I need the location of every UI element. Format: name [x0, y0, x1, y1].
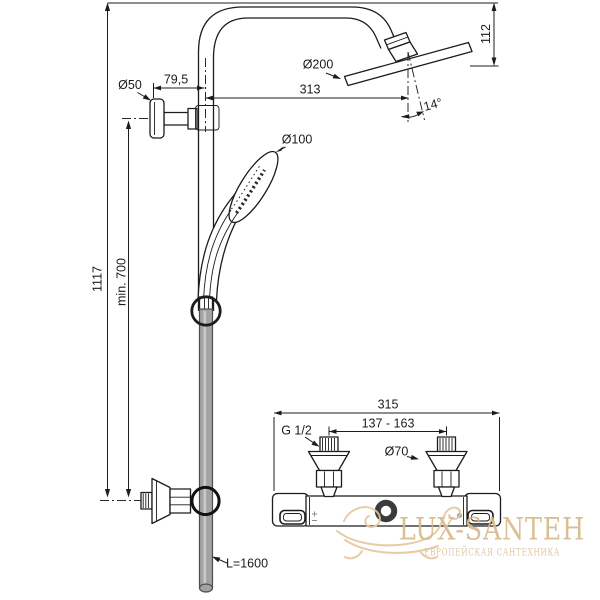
watermark: LUX-SANTEH ЕВРОПЕЙСКАЯ САНТЕХНИКА: [336, 506, 585, 560]
dim-head-diameter: Ø200: [303, 58, 334, 72]
dim-hand-shower-diameter: Ø100: [282, 133, 313, 147]
upper-dimensions: Ø50 79,5 Ø200 313 112 14° Ø100: [118, 2, 499, 153]
riser-pipe-and-arch: [197, 6, 398, 311]
watermark-subtitle: ЕВРОПЕЙСКАЯ САНТЕХНИКА: [424, 545, 560, 559]
dim-hose-length: L=1600: [226, 557, 268, 571]
overall-height-dimension: 1117: [91, 2, 498, 498]
watermark-title: LUX-SANTEH: [399, 512, 585, 548]
hose-length-dimension: L=1600: [212, 556, 268, 571]
left-union: [307, 436, 351, 498]
hand-shower: [197, 150, 279, 311]
dim-thread-size: G 1/2: [281, 424, 312, 438]
bottom-wall-fitting: [140, 477, 221, 525]
dim-min-height: min. 700: [115, 258, 129, 306]
dim-total-height: 1117: [91, 266, 105, 292]
dim-head-reach: 313: [300, 83, 321, 97]
mixer-dimensions: 315 137 - 163 G 1/2 Ø70: [273, 398, 500, 491]
thermostatic-mixer: 315 137 - 163 G 1/2 Ø70: [271, 398, 502, 527]
dim-escutcheon-diameter: Ø70: [385, 445, 409, 459]
min-height-dimension: min. 700: [100, 118, 196, 501]
dim-head-angle: 14°: [422, 95, 444, 113]
overhead-shower: [343, 31, 473, 122]
dim-bracket-offset: 79,5: [164, 73, 188, 87]
wall-bracket: [149, 98, 220, 139]
slider-holder-ring: [190, 295, 222, 327]
shower-hose: [198, 308, 214, 593]
watermark-bathtub-art: [336, 506, 462, 560]
right-union: [425, 436, 468, 498]
dim-head-drop: 112: [479, 24, 493, 44]
dim-bracket-diameter: Ø50: [118, 78, 142, 92]
dim-union-centers: 137 - 163: [362, 417, 415, 431]
dim-mixer-width: 315: [378, 398, 399, 412]
